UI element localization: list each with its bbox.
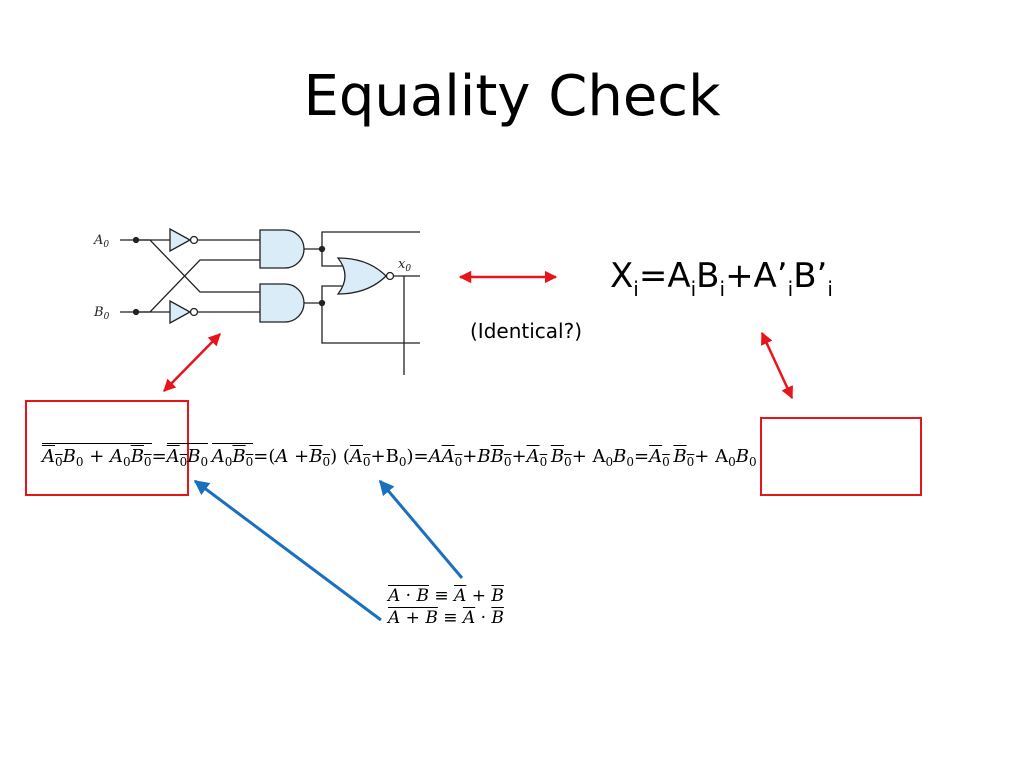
not-gate-b [169,299,199,325]
red-arrow-left [163,333,221,392]
red-arrow-right [760,331,794,400]
identity-line-1: A · B ≡ A + B [388,586,504,606]
and-gate-top [259,229,305,269]
xnor-circuit: A0 B0 x0 [93,227,420,375]
xi-formula: Xi=AiBi+A’iB’i [610,256,833,301]
identity-line-2: A + B ≡ A · B [388,608,504,628]
derivation-equation: A0B0 + A0B0=A0B0 A0B0=(A +B0) (A0+B0)=AA… [42,443,757,475]
slide-title: Equality Check [303,64,721,129]
demorgan-identities: A · B ≡ A + B A + B ≡ A · B [388,585,504,629]
input-a-label: A0 [93,233,109,250]
output-label: x0 [398,257,411,274]
red-box-left [25,400,189,496]
blue-arrow-to-lhs [193,479,382,622]
and-gate-bottom [259,283,305,323]
red-box-right [760,417,922,496]
nor-gate [336,257,387,295]
input-b-label: B0 [93,305,110,322]
identical-question: (Identical?) [470,319,583,343]
not-gate-a [169,227,199,253]
blue-arrow-to-middle [378,479,464,579]
